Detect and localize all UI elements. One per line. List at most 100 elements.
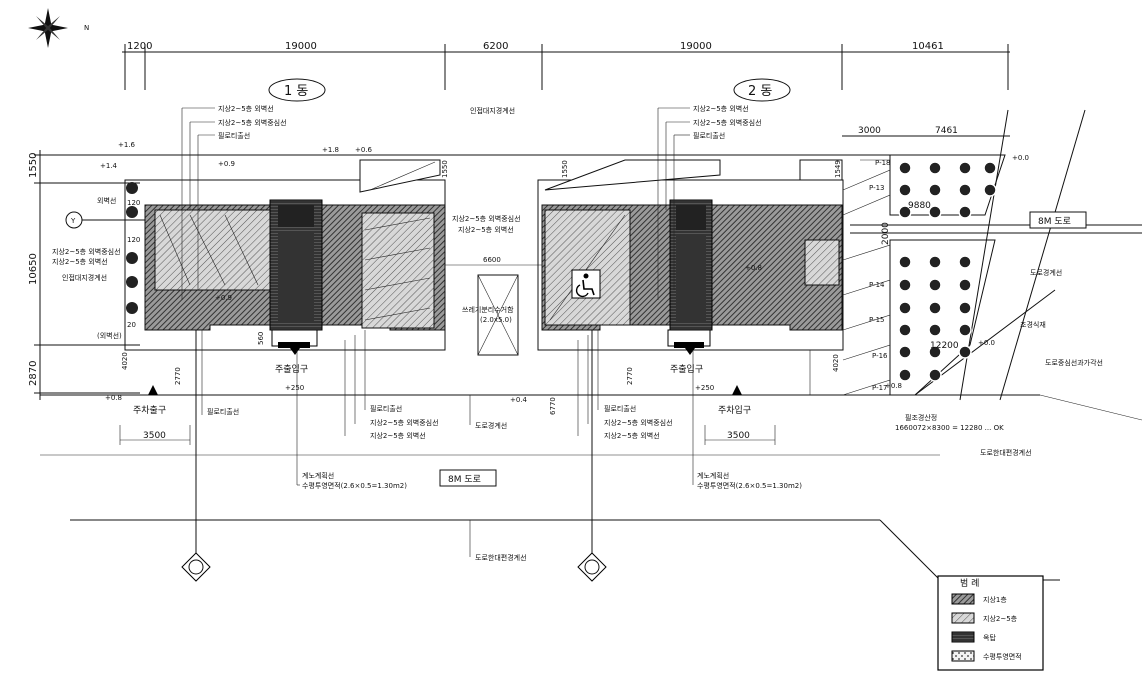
dim-6200: 6200 xyxy=(483,41,508,52)
svg-text:수평투영면적: 수평투영면적 xyxy=(983,652,1022,661)
svg-text:수평투영면적(2.6×0.5=1.30m2): 수평투영면적(2.6×0.5=1.30m2) xyxy=(302,481,407,490)
svg-text:+1.6: +1.6 xyxy=(118,141,136,149)
parking-p13: P-13 xyxy=(869,184,885,192)
dim-120-b: 120 xyxy=(127,236,140,244)
svg-text:필로티출선: 필로티출선 xyxy=(604,404,636,413)
svg-text:+250: +250 xyxy=(695,384,714,392)
main-entrance-1: 주출입구 xyxy=(275,348,308,375)
svg-text:3500: 3500 xyxy=(727,431,750,441)
dim-19000-b: 19000 xyxy=(680,41,712,52)
svg-text:2 동: 2 동 xyxy=(748,84,772,99)
right-labels: 도로경계선 조경식재 도로중심선과가각선 필조경산정 1660072×8300 … xyxy=(895,268,1103,432)
grid-marker-bottom-2-icon xyxy=(577,330,607,582)
tree-icon xyxy=(928,278,942,292)
svg-text:+0.9: +0.9 xyxy=(215,294,232,302)
svg-text:지상1층: 지상1층 xyxy=(983,595,1007,604)
top-dimension-line: 1200 19000 6200 19000 10461 xyxy=(122,41,1010,90)
tree-icon xyxy=(958,278,972,292)
tree-icon xyxy=(958,301,972,315)
tree-icon xyxy=(958,183,972,197)
dim-9880: 9880 xyxy=(908,201,931,211)
grid-marker-left-icon: Y xyxy=(65,211,145,229)
accessible-parking-icon xyxy=(571,269,601,299)
dim-19000-a: 19000 xyxy=(285,41,317,52)
svg-text:+1.8: +1.8 xyxy=(322,146,339,154)
parking-p18: P-18 xyxy=(875,159,891,167)
svg-text:계노계획선: 계노계획선 xyxy=(302,471,334,480)
svg-text:인접대지경계선: 인접대지경계선 xyxy=(62,273,107,282)
dim-1550-b: 1550 xyxy=(441,160,449,178)
dim-1550-c: 1550 xyxy=(561,160,569,178)
svg-text:필로티출선: 필로티출선 xyxy=(693,131,725,140)
building-2: +0.8 xyxy=(537,159,844,351)
svg-text:필조경산정: 필조경산정 xyxy=(905,413,937,422)
building-1-tag: 1 동 xyxy=(268,78,326,102)
tree-icon xyxy=(958,255,972,269)
svg-text:(외벽선): (외벽선) xyxy=(97,331,122,340)
svg-text:계노계획선: 계노계획선 xyxy=(697,471,729,480)
dim-1550: 1550 xyxy=(28,153,39,178)
svg-text:2770: 2770 xyxy=(174,367,182,385)
leader-bottom-2: 계노계획선 수평투영면적(2.6×0.5=1.30m2) xyxy=(692,350,802,490)
parking-p14: P-14 xyxy=(869,281,885,289)
svg-text:(2.0x5.0): (2.0x5.0) xyxy=(480,316,512,324)
label-opposite-road-1: 도로한대편경계선 xyxy=(980,448,1032,457)
dim-10650: 10650 xyxy=(28,253,39,285)
dim-120-a: 120 xyxy=(127,199,140,207)
label-opposite-road-2: 도로한대편경계선 xyxy=(475,553,527,562)
svg-text:+0.8: +0.8 xyxy=(105,394,122,402)
tree-icon xyxy=(958,345,972,359)
tree-icon xyxy=(898,255,912,269)
svg-text:+1.4: +1.4 xyxy=(100,162,118,170)
svg-text:지상2~5층 외벽선: 지상2~5층 외벽선 xyxy=(218,104,274,113)
svg-text:6770: 6770 xyxy=(549,397,557,415)
svg-text:주출입구: 주출입구 xyxy=(275,363,308,375)
parking-p17: P-17 xyxy=(872,384,888,392)
label-adjacent-lot: 인접대지경계선 xyxy=(470,106,515,115)
svg-text:도로경계선: 도로경계선 xyxy=(1030,268,1062,277)
svg-text:지상2~5층 외벽선: 지상2~5층 외벽선 xyxy=(693,104,749,113)
svg-text:지상2~5층 외벽선: 지상2~5층 외벽선 xyxy=(604,431,660,440)
tree-icon xyxy=(898,205,912,219)
svg-text:지상2~5층 외벽중심선: 지상2~5층 외벽중심선 xyxy=(693,118,762,127)
building-1-leaders: 지상2~5층 외벽선 지상2~5층 외벽중심선 필로티출선 외벽선 지상2~5층… xyxy=(52,104,439,440)
label-road-boundary: 도로경계선 xyxy=(475,421,507,430)
svg-text:N: N xyxy=(84,24,89,32)
svg-text:지상2~5층 외벽선: 지상2~5층 외벽선 xyxy=(52,257,108,266)
dim-1200: 1200 xyxy=(127,41,152,52)
main-road-lines xyxy=(40,394,1142,581)
svg-text:지상2~5층 외벽중심선: 지상2~5층 외벽중심선 xyxy=(218,118,287,127)
tree-icon xyxy=(928,183,942,197)
dim-12200: 12200 xyxy=(930,341,959,351)
dim-20: 20 xyxy=(127,321,136,329)
svg-text:필로티출선: 필로티출선 xyxy=(370,404,402,413)
tree-icon xyxy=(898,301,912,315)
building-2-leaders: 지상2~5층 외벽선 지상2~5층 외벽중심선 필로티출선 필로티출선 지상2~… xyxy=(577,104,762,440)
tree-icon xyxy=(898,323,912,337)
svg-text:조경식재: 조경식재 xyxy=(1020,320,1046,329)
svg-text:지상2~5층: 지상2~5층 xyxy=(983,614,1018,623)
building-2-tag: 2 동 xyxy=(733,78,791,102)
svg-text:+0.4: +0.4 xyxy=(510,396,528,404)
building-1: +0.9 xyxy=(124,159,446,351)
road-label-bottom: 8M 도로 xyxy=(439,469,497,487)
svg-text:지상2~5층 외벽중심선: 지상2~5층 외벽중심선 xyxy=(52,247,121,256)
svg-text:수평투영면적(2.6×0.5=1.30m2): 수평투영면적(2.6×0.5=1.30m2) xyxy=(697,481,802,490)
svg-text:4020: 4020 xyxy=(121,352,129,370)
tree-icon xyxy=(983,183,997,197)
road-label-top-right: 8M 도로 xyxy=(1029,211,1087,229)
svg-text:3500: 3500 xyxy=(143,431,166,441)
tree-icon xyxy=(898,368,912,382)
svg-text:지상2~5층 외벽중심선: 지상2~5층 외벽중심선 xyxy=(370,418,439,427)
svg-text:지상2~5층 외벽중심선: 지상2~5층 외벽중심선 xyxy=(604,418,673,427)
parking-exit-marker: 주차출구 xyxy=(133,385,166,416)
svg-text:주차출구: 주차출구 xyxy=(133,404,166,416)
tree-icon xyxy=(928,301,942,315)
tree-icon xyxy=(898,278,912,292)
bottom-dims: 3500 3500 4020 2770 2770 6770 4020 560 xyxy=(119,332,840,445)
svg-text:+0.0: +0.0 xyxy=(1012,154,1029,162)
legend: 범 례 지상1층 지상2~5층 옥탑 수평투영면적 xyxy=(937,575,1044,671)
parking-stall-lines xyxy=(809,159,891,396)
svg-text:주차입구: 주차입구 xyxy=(718,404,751,416)
